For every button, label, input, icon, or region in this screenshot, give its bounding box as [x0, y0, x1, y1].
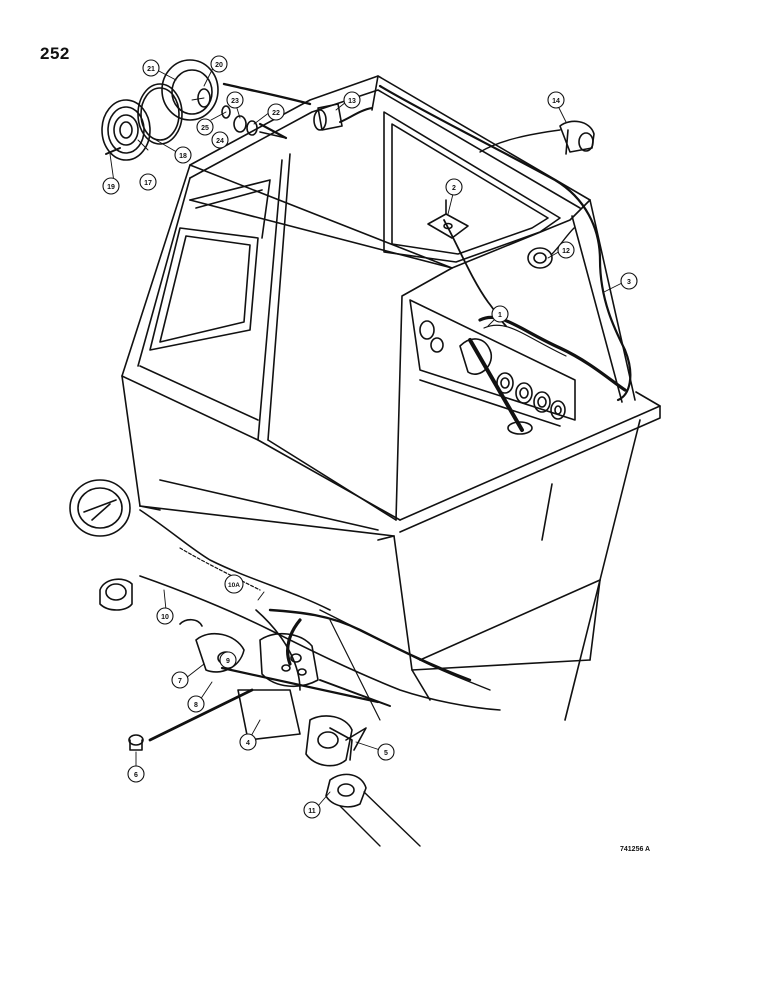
svg-text:23: 23	[231, 98, 239, 105]
svg-text:6: 6	[134, 772, 138, 779]
hour-meter	[69, 479, 131, 537]
svg-text:24: 24	[216, 138, 224, 145]
callout-20: 20	[210, 55, 228, 73]
callout-10a: 10A	[224, 574, 244, 594]
relay-assembly	[237, 689, 421, 847]
svg-text:10A: 10A	[228, 582, 240, 589]
callout-2: 2	[445, 178, 463, 196]
beacon-light-exploded	[101, 59, 312, 161]
control-switch-box	[148, 618, 391, 742]
svg-text:17: 17	[144, 180, 152, 187]
callout-19: 19	[102, 177, 120, 195]
callout-11: 11	[303, 801, 321, 819]
cab-frame	[121, 75, 661, 721]
svg-text:25: 25	[201, 125, 209, 132]
svg-text:2: 2	[452, 185, 456, 192]
page-number: 252	[40, 44, 70, 63]
small-lamp	[527, 227, 575, 269]
callout-9: 9	[219, 651, 237, 669]
svg-text:4: 4	[246, 740, 250, 747]
svg-text:14: 14	[552, 98, 560, 105]
svg-text:11: 11	[308, 808, 316, 815]
callout-7: 7	[171, 671, 189, 689]
callout-12: 12	[557, 241, 575, 259]
callout-layer: 21 20 18 19 17 25 24 23 22 13 14 2 12 3 …	[102, 55, 638, 819]
callout-21: 21	[142, 59, 160, 77]
svg-text:3: 3	[627, 279, 631, 286]
callout-4: 4	[239, 733, 257, 751]
svg-text:12: 12	[562, 248, 570, 255]
figure-code: 741256 A	[620, 846, 651, 853]
svg-text:1: 1	[498, 312, 502, 319]
callout-24: 24	[211, 131, 229, 149]
callout-6: 6	[127, 765, 145, 783]
callout-8: 8	[187, 695, 205, 713]
callout-3: 3	[620, 272, 638, 290]
callout-17: 17	[139, 173, 157, 191]
callout-1: 1	[491, 305, 509, 323]
svg-text:21: 21	[147, 66, 155, 73]
callout-18: 18	[174, 146, 192, 164]
lower-harness	[139, 509, 501, 721]
clip-part	[427, 199, 469, 239]
indicator-bulb	[128, 734, 144, 751]
svg-text:5: 5	[384, 750, 388, 757]
svg-text:18: 18	[179, 153, 187, 160]
callout-5: 5	[377, 743, 395, 761]
callout-13: 13	[343, 91, 361, 109]
callout-25: 25	[196, 118, 214, 136]
leader-lines	[109, 65, 625, 807]
dash-gauges	[419, 315, 627, 435]
svg-text:20: 20	[215, 62, 223, 69]
callout-14: 14	[547, 91, 565, 109]
callout-23: 23	[226, 91, 244, 109]
svg-text:9: 9	[226, 658, 230, 665]
callout-22: 22	[267, 103, 285, 121]
svg-text:10: 10	[161, 614, 169, 621]
work-lamp	[559, 120, 595, 155]
switch-housing	[99, 578, 133, 611]
svg-text:19: 19	[107, 184, 115, 191]
callout-10: 10	[156, 607, 174, 625]
dome-light	[313, 103, 343, 131]
svg-text:7: 7	[178, 678, 182, 685]
svg-text:8: 8	[194, 702, 198, 709]
svg-text:13: 13	[348, 98, 356, 105]
svg-text:22: 22	[272, 110, 280, 117]
